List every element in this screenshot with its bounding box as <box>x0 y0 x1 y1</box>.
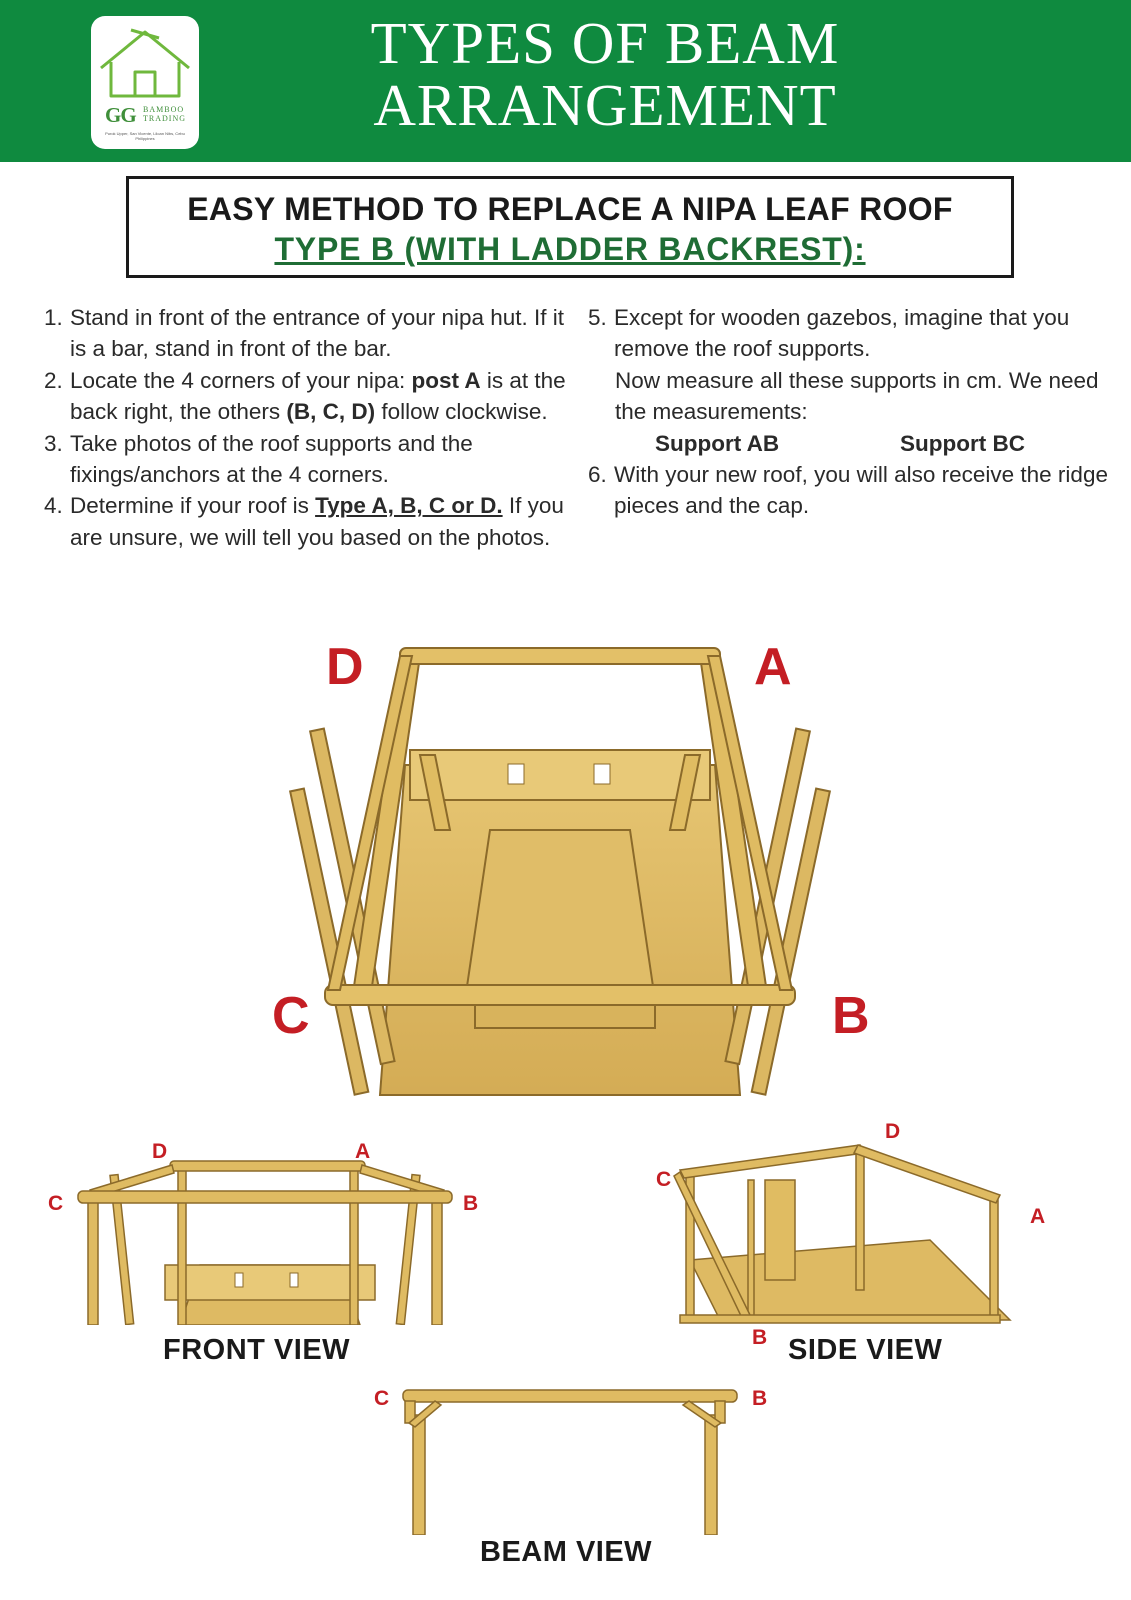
company-logo: GG BAMBOO TRADING Purok Upper, San Vicen… <box>91 16 199 149</box>
beam-view-label: BEAM VIEW <box>480 1536 653 1568</box>
beam-label-b: B <box>752 1387 768 1410</box>
subtitle-box: EASY METHOD TO REPLACE A NIPA LEAF ROOF … <box>126 176 1014 278</box>
step-number: 6. <box>588 461 607 487</box>
logo-address: Purok Upper, San Vicente, Liloan Nibs, C… <box>105 131 185 141</box>
step-number: 2. <box>44 367 63 393</box>
step-6: 6. With your new roof, you will also rec… <box>588 459 1128 522</box>
beam-label-c: C <box>374 1387 390 1410</box>
step-number: 5. <box>588 305 607 330</box>
step-text: follow clockwise. <box>375 399 548 425</box>
step-text: Locate the 4 corners of your nipa: <box>70 367 412 393</box>
side-label-a: A <box>1030 1205 1046 1228</box>
logo-brand: BAMBOO TRADING <box>143 105 186 123</box>
support-measurements: Support AB Support BC <box>588 428 1128 459</box>
subtitle-line1: EASY METHOD TO REPLACE A NIPA LEAF ROOF <box>187 191 953 227</box>
step-text-bold: (B, C, D) <box>286 399 376 425</box>
beam-view-illustration <box>402 1389 738 1535</box>
title-line2: ARRANGEMENT <box>373 72 837 138</box>
side-label-b: B <box>752 1326 768 1349</box>
front-label-c: C <box>48 1192 64 1215</box>
step-number: 3. <box>44 430 63 456</box>
step-5-extra: Now measure all these supports in cm. We… <box>615 367 1099 425</box>
step-text: With your new roof, you will also receiv… <box>614 461 1108 519</box>
step-number: 1. <box>44 305 63 330</box>
logo-brand-line2: TRADING <box>143 114 186 123</box>
step-4: 4. Determine if your roof is Type A, B, … <box>44 490 574 553</box>
steps-right-column: 5. Except for wooden gazebos, imagine th… <box>588 302 1128 521</box>
front-label-b: B <box>463 1192 479 1215</box>
step-text-bold: post A <box>411 367 481 393</box>
support-bc-label: Support BC <box>900 430 1025 456</box>
step-5: 5. Except for wooden gazebos, imagine th… <box>588 302 1128 365</box>
side-label-c: C <box>656 1168 672 1191</box>
side-view-illustration <box>673 1144 1012 1324</box>
step-1: 1. Stand in front of the entrance of you… <box>44 302 574 365</box>
step-number: 4. <box>44 493 63 519</box>
step-text: Determine if your roof is <box>70 493 316 519</box>
step-text: Except for wooden gazebos, imagine that … <box>614 305 1070 362</box>
page-title: TYPES OF BEAM ARRANGEMENT <box>230 12 980 136</box>
corner-label-b: B <box>832 987 870 1045</box>
side-label-d: D <box>885 1120 901 1143</box>
header-banner: GG BAMBOO TRADING Purok Upper, San Vicen… <box>0 0 1131 162</box>
subtitle-line2: TYPE B (WITH LADDER BACKREST): <box>274 231 866 267</box>
step-text: is at the back right, the others <box>70 367 566 425</box>
step-text: If you are unsure, we will tell you base… <box>70 493 564 550</box>
corner-label-a: A <box>754 638 792 696</box>
step-text-bold: Type A, B, C or D. <box>315 493 503 519</box>
corner-label-d: D <box>326 638 364 696</box>
logo-initials: GG <box>105 103 137 127</box>
front-view-illustration <box>77 1160 453 1325</box>
logo-brand-line1: BAMBOO <box>143 105 185 114</box>
front-label-d: D <box>152 1140 168 1163</box>
main-hut-illustration <box>288 647 832 1096</box>
hut-logo-icon <box>100 28 190 98</box>
steps-left-column: 1. Stand in front of the entrance of you… <box>44 302 574 553</box>
side-view-label: SIDE VIEW <box>788 1334 943 1366</box>
step-2: 2. Locate the 4 corners of your nipa: po… <box>44 365 574 428</box>
step-3: 3. Take photos of the roof supports and … <box>44 428 574 491</box>
support-ab-label: Support AB <box>655 430 780 456</box>
corner-label-c: C <box>272 987 310 1045</box>
step-text: Take photos of the roof supports and the… <box>70 430 473 488</box>
step-text: Stand in front of the entrance of your n… <box>70 305 565 362</box>
front-view-label: FRONT VIEW <box>163 1334 351 1366</box>
front-label-a: A <box>355 1140 371 1163</box>
title-line1: TYPES OF BEAM <box>370 10 840 76</box>
